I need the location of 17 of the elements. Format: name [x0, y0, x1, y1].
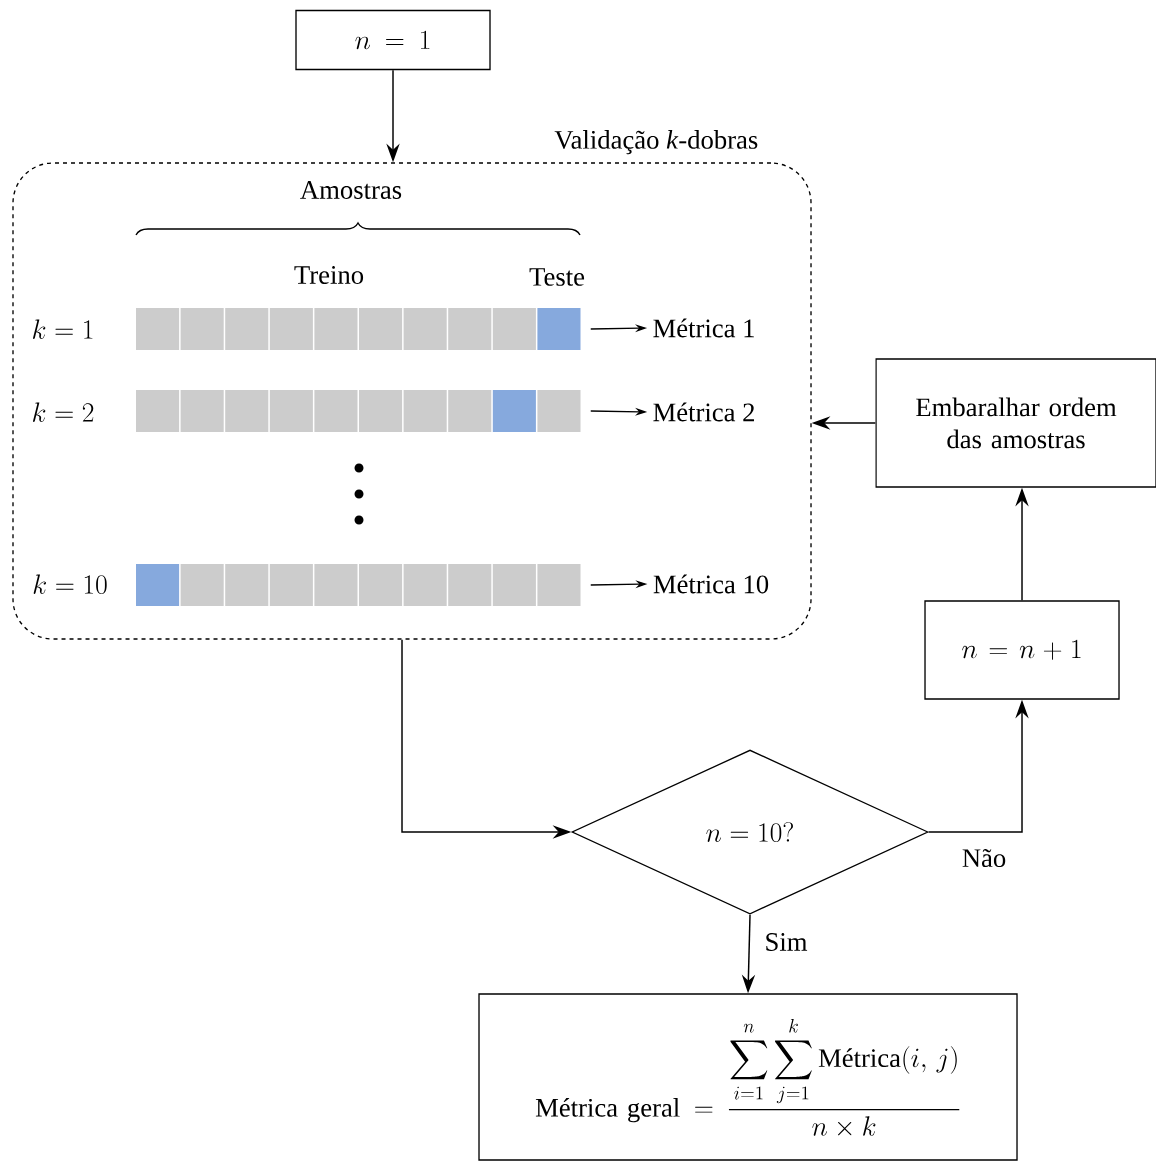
edge-label: Não [960, 847, 1008, 869]
metric-label: Métrica 1 [653, 318, 754, 338]
edge-label: Sim [763, 931, 809, 953]
sample-bar [136, 308, 581, 350]
row-label: $k = 2$ [33, 402, 94, 422]
result-box: $\text{Métrica geral} = \frac{\displaystyle\sum_{i=1}^{n}\sum_{j=1}^{k}\text{Métrica}(i,\, j)}{n \times k}$ [478, 993, 1018, 1161]
heading-label: Amostras [300, 181, 402, 199]
node-label: Validação k-dobras [554, 130, 758, 155]
sample-bar [136, 390, 581, 432]
process-box: $n = 1$ [295, 9, 491, 71]
row-label: $k = 10$ [33, 574, 107, 595]
metric-label: Métrica 2 [653, 402, 754, 422]
metric-label: Métrica 10 [653, 574, 769, 594]
sample-bar [136, 564, 581, 606]
process-box: Embaralhar ordem das amostras [875, 358, 1156, 488]
row-label: $k = 1$ [33, 319, 93, 339]
process-box: $n = n + 1$ [924, 600, 1120, 700]
